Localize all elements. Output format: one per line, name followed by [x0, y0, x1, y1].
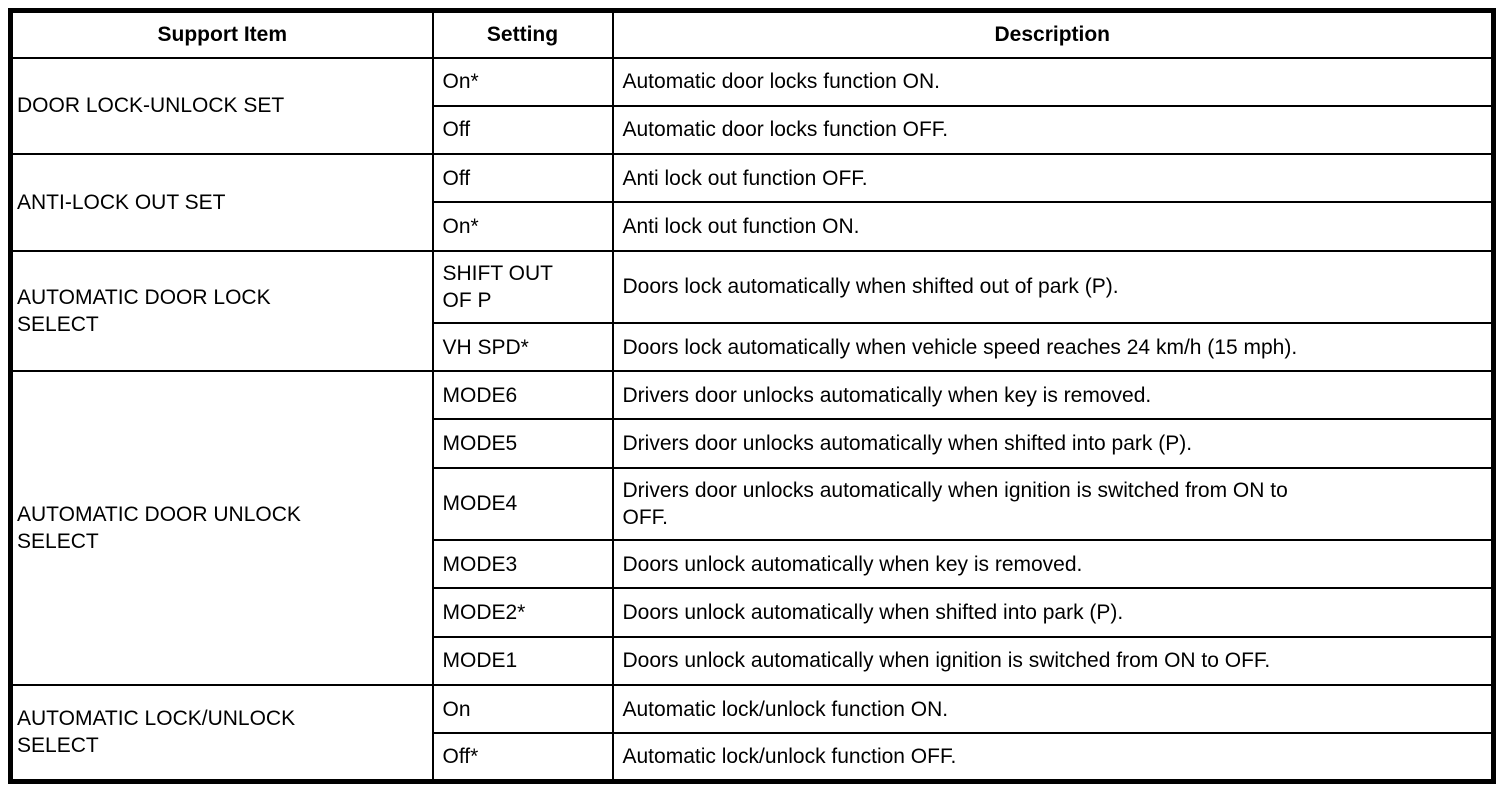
- table-row: MODE2* Doors unlock automatically when s…: [11, 587, 1495, 638]
- description-cell: Anti lock out function OFF.: [611, 153, 1495, 204]
- description-text: Drivers door unlocks automatically when …: [622, 383, 1152, 407]
- description-text: Doors lock automatically when shifted ou…: [622, 275, 1119, 299]
- support-item-label: AUTOMATIC DOOR LOCK SELECT: [17, 285, 271, 336]
- table-row: MODE1 Doors unlock automatically when ig…: [11, 635, 1495, 686]
- setting-cell: On*: [431, 201, 614, 252]
- support-item-label: AUTOMATIC DOOR UNLOCK SELECT: [17, 503, 301, 554]
- table-row: MODE4 Drivers door unlocks automatically…: [11, 466, 1495, 542]
- table-header: Support Item Setting Description: [9, 9, 1495, 59]
- setting-value: MODE2*: [442, 601, 526, 625]
- support-item-cell: DOOR LOCK-UNLOCK SET: [9, 56, 434, 156]
- description-cell: Doors lock automatically when shifted ou…: [611, 249, 1495, 324]
- description-cell: Automatic lock/unlock function OFF.: [611, 732, 1495, 783]
- setting-cell: MODE2*: [431, 587, 614, 638]
- table-row: AUTOMATIC DOOR LOCK SELECT SHIFT OUT OF …: [9, 249, 1495, 373]
- header-support-item: Support Item: [9, 9, 434, 59]
- table-row: Off* Automatic lock/unlock function OFF.: [11, 732, 1495, 783]
- setting-value: On: [442, 697, 471, 721]
- table-row: MODE3 Doors unlock automatically when ke…: [11, 539, 1495, 590]
- description-cell: Automatic lock/unlock function ON.: [611, 683, 1495, 735]
- table-row: ANTI-LOCK OUT SET Off Anti lock out func…: [9, 153, 1495, 252]
- description-cell: Doors unlock automatically when shifted …: [611, 587, 1495, 638]
- description-text: Doors lock automatically when vehicle sp…: [622, 335, 1298, 359]
- table-row: MODE5 Drivers door unlocks automatically…: [11, 418, 1495, 469]
- description-cell: Drivers door unlocks automatically when …: [611, 466, 1495, 542]
- setting-cell: Off: [431, 153, 614, 204]
- setting-cell: On*: [431, 56, 614, 107]
- description-text: Automatic door locks function OFF.: [622, 118, 949, 142]
- description-text: Automatic lock/unlock function ON.: [622, 697, 949, 721]
- description-cell: Drivers door unlocks automatically when …: [611, 370, 1495, 421]
- setting-value: MODE1: [442, 649, 518, 673]
- description-text: Anti lock out function ON.: [622, 214, 860, 238]
- header-setting-label: Setting: [486, 23, 559, 47]
- support-item-label: DOOR LOCK-UNLOCK SET: [17, 94, 285, 118]
- description-text: Automatic door locks function ON.: [622, 70, 940, 94]
- setting-cell: Off*: [431, 732, 614, 783]
- setting-cell: MODE4: [431, 466, 614, 542]
- setting-value: MODE3: [442, 552, 518, 576]
- support-item-cell: AUTOMATIC DOOR UNLOCK SELECT: [9, 370, 434, 686]
- support-item-label: AUTOMATIC LOCK/UNLOCK SELECT: [17, 707, 296, 758]
- description-cell: Automatic door locks function OFF.: [611, 104, 1495, 156]
- header-setting: Setting: [431, 9, 614, 59]
- setting-value: Off: [442, 118, 471, 142]
- table-row: AUTOMATIC LOCK/UNLOCK SELECT On Automati…: [9, 683, 1495, 783]
- setting-value: SHIFT OUT OF P: [442, 261, 553, 312]
- setting-value: VH SPD*: [442, 335, 529, 359]
- support-item-cell: ANTI-LOCK OUT SET: [9, 153, 434, 252]
- support-item-cell: AUTOMATIC LOCK/UNLOCK SELECT: [9, 683, 434, 783]
- setting-cell: MODE6: [431, 370, 614, 421]
- table-row: Off Automatic door locks function OFF.: [11, 104, 1495, 156]
- setting-value: MODE4: [442, 492, 518, 516]
- support-settings-table: Support Item Setting Description DOOR LO…: [8, 8, 1496, 784]
- header-row: Support Item Setting Description: [9, 9, 1495, 59]
- description-text: Automatic lock/unlock function OFF.: [622, 745, 957, 769]
- description-text: Drivers door unlocks automatically when …: [622, 478, 1288, 529]
- setting-value: On*: [442, 70, 479, 94]
- setting-value: MODE6: [442, 383, 518, 407]
- table-row: VH SPD* Doors lock automatically when ve…: [11, 321, 1495, 373]
- setting-value: Off*: [442, 745, 479, 769]
- setting-cell: Off: [431, 104, 614, 156]
- description-text: Doors unlock automatically when ignition…: [622, 649, 1271, 673]
- support-item-cell: AUTOMATIC DOOR LOCK SELECT: [9, 249, 434, 373]
- table-row: On* Anti lock out function ON.: [11, 201, 1495, 252]
- setting-cell: MODE3: [431, 539, 614, 590]
- description-text: Doors unlock automatically when key is r…: [622, 552, 1083, 576]
- description-cell: Drivers door unlocks automatically when …: [611, 418, 1495, 469]
- setting-value: Off: [442, 166, 471, 190]
- description-cell: Automatic door locks function ON.: [611, 56, 1495, 107]
- setting-cell: MODE5: [431, 418, 614, 469]
- table-row: AUTOMATIC DOOR UNLOCK SELECT MODE6 Drive…: [9, 370, 1495, 686]
- table-body: DOOR LOCK-UNLOCK SET On* Automatic door …: [9, 56, 1495, 783]
- setting-cell: VH SPD*: [431, 321, 614, 373]
- description-text: Doors unlock automatically when shifted …: [622, 601, 1124, 625]
- header-description: Description: [611, 9, 1495, 59]
- setting-cell: SHIFT OUT OF P: [431, 249, 614, 324]
- table-row: DOOR LOCK-UNLOCK SET On* Automatic door …: [9, 56, 1495, 156]
- description-text: Anti lock out function OFF.: [622, 166, 868, 190]
- setting-cell: MODE1: [431, 635, 614, 686]
- support-item-label: ANTI-LOCK OUT SET: [17, 190, 226, 214]
- description-cell: Doors unlock automatically when ignition…: [611, 635, 1495, 686]
- setting-value: On*: [442, 214, 479, 238]
- setting-cell: On: [431, 683, 614, 735]
- setting-value: MODE5: [442, 432, 518, 456]
- header-support-item-label: Support Item: [157, 23, 288, 47]
- header-description-label: Description: [994, 23, 1111, 47]
- description-text: Drivers door unlocks automatically when …: [622, 432, 1193, 456]
- description-cell: Doors lock automatically when vehicle sp…: [611, 321, 1495, 373]
- description-cell: Anti lock out function ON.: [611, 201, 1495, 252]
- description-cell: Doors unlock automatically when key is r…: [611, 539, 1495, 590]
